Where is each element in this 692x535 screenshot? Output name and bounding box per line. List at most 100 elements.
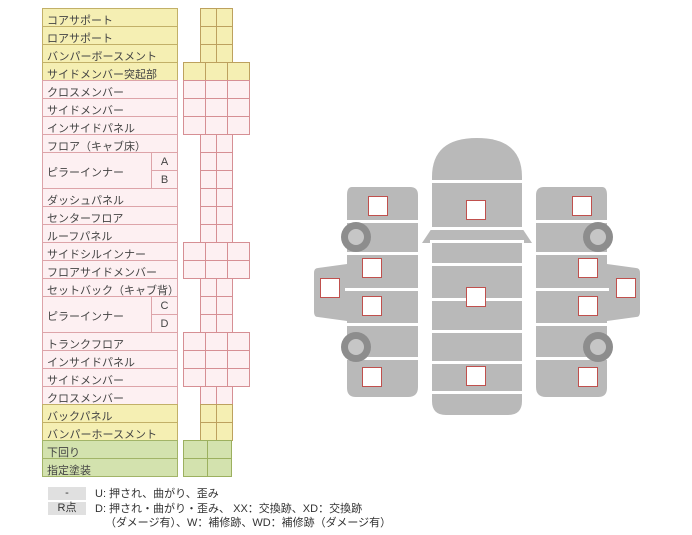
pillar-sub-label: B (151, 170, 178, 189)
damage-cell[interactable] (227, 242, 250, 261)
damage-marker-left-side-c[interactable] (362, 296, 382, 316)
damage-cell[interactable] (200, 152, 217, 171)
damage-cell[interactable] (200, 386, 217, 405)
damage-cell[interactable] (227, 98, 250, 117)
part-label: クロスメンバー (42, 386, 178, 405)
damage-cell[interactable] (200, 224, 217, 243)
table-row: サイドメンバー (42, 98, 250, 117)
damage-cell[interactable] (200, 422, 217, 441)
damage-cell[interactable] (183, 350, 206, 369)
damage-cell[interactable] (200, 170, 217, 189)
table-row: B (151, 170, 250, 189)
damage-cell[interactable] (183, 242, 206, 261)
damage-cell[interactable] (216, 386, 233, 405)
part-label: トランクフロア (42, 332, 178, 351)
damage-cell[interactable] (216, 278, 233, 297)
damage-cell[interactable] (205, 332, 228, 351)
damage-cell[interactable] (216, 170, 233, 189)
damage-cell[interactable] (200, 314, 217, 333)
damage-marker-left-side-outer[interactable] (320, 278, 340, 298)
damage-cell[interactable] (216, 404, 233, 423)
damage-cell[interactable] (216, 224, 233, 243)
damage-cell[interactable] (205, 80, 228, 99)
damage-cell-grid (183, 152, 250, 171)
damage-marker-left-side-d[interactable] (362, 367, 382, 387)
damage-marker-right-side-c[interactable] (578, 296, 598, 316)
damage-cell[interactable] (216, 44, 233, 63)
damage-cell[interactable] (205, 116, 228, 135)
damage-cell[interactable] (183, 116, 206, 135)
damage-cell[interactable] (200, 188, 217, 207)
damage-cell[interactable] (216, 206, 233, 225)
car-left-side-view (314, 187, 418, 397)
damage-cell[interactable] (200, 206, 217, 225)
damage-cell[interactable] (205, 98, 228, 117)
damage-cell[interactable] (227, 260, 250, 279)
damage-cell[interactable] (207, 440, 232, 459)
damage-cell[interactable] (205, 350, 228, 369)
damage-marker-right-side-outer[interactable] (616, 278, 636, 298)
damage-cell[interactable] (183, 440, 208, 459)
damage-cell[interactable] (205, 62, 228, 81)
table-row: サイドメンバー (42, 368, 250, 387)
damage-cell[interactable] (183, 62, 206, 81)
part-label: バンパーホースメント (42, 422, 178, 441)
damage-cell[interactable] (216, 8, 233, 27)
damage-cell-grid (183, 98, 250, 117)
damage-cell[interactable] (216, 26, 233, 45)
part-label: サイドシルインナー (42, 242, 178, 261)
damage-marker-top-view-center[interactable] (466, 287, 486, 307)
car-right-mirror (522, 228, 532, 243)
damage-marker-left-side-a[interactable] (368, 196, 388, 216)
table-row: バンパーボースメント (42, 44, 250, 63)
damage-marker-left-side-b[interactable] (362, 258, 382, 278)
damage-cell[interactable] (200, 404, 217, 423)
damage-cell[interactable] (183, 458, 208, 477)
damage-marker-top-view-front[interactable] (466, 200, 486, 220)
damage-cell[interactable] (216, 188, 233, 207)
damage-cell[interactable] (216, 134, 233, 153)
table-row: D (151, 314, 250, 333)
damage-cell[interactable] (227, 350, 250, 369)
part-label: ルーフパネル (42, 224, 178, 243)
part-label: コアサポート (42, 8, 178, 27)
damage-cell[interactable] (183, 80, 206, 99)
damage-cell[interactable] (216, 296, 233, 315)
damage-cell[interactable] (183, 332, 206, 351)
damage-cell[interactable] (200, 8, 217, 27)
damage-marker-right-side-d[interactable] (578, 367, 598, 387)
damage-cell[interactable] (227, 62, 250, 81)
damage-cell[interactable] (207, 458, 232, 477)
damage-cell[interactable] (183, 368, 206, 387)
damage-cell[interactable] (200, 26, 217, 45)
damage-cell[interactable] (227, 368, 250, 387)
damage-marker-right-side-a[interactable] (572, 196, 592, 216)
table-row: バックパネル (42, 404, 250, 423)
damage-marker-right-side-b[interactable] (578, 258, 598, 278)
damage-cell[interactable] (205, 260, 228, 279)
right-front-wheel-hub (590, 229, 606, 245)
damage-cell[interactable] (200, 278, 217, 297)
damage-cell[interactable] (200, 134, 217, 153)
damage-cell[interactable] (227, 332, 250, 351)
damage-cell[interactable] (227, 80, 250, 99)
damage-cell[interactable] (205, 368, 228, 387)
damage-cell-grid (183, 314, 250, 333)
damage-cell-grid (183, 350, 250, 369)
damage-cell[interactable] (227, 116, 250, 135)
damage-cell[interactable] (216, 314, 233, 333)
damage-marker-top-view-rear[interactable] (466, 366, 486, 386)
damage-cell[interactable] (200, 44, 217, 63)
damage-cell[interactable] (205, 242, 228, 261)
damage-cell[interactable] (200, 296, 217, 315)
vehicle-diagram-svg (314, 138, 640, 415)
left-front-wheel-hub (348, 229, 364, 245)
damage-cell[interactable] (216, 152, 233, 171)
damage-cell[interactable] (216, 422, 233, 441)
damage-cell[interactable] (183, 260, 206, 279)
table-row: ダッシュパネル (42, 188, 250, 207)
damage-cell[interactable] (183, 98, 206, 117)
